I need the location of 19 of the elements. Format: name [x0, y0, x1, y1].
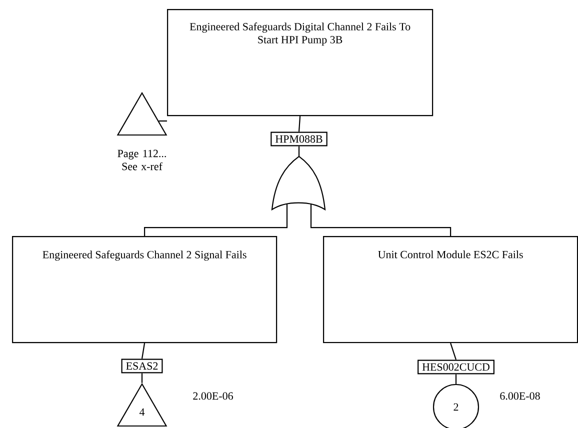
connector-line [141, 373, 143, 383]
gate-label-box: HES002CUCD [418, 360, 494, 374]
or-gate [271, 156, 326, 210]
probability-value: 2.00E-06 [193, 392, 233, 400]
connector-line [455, 374, 457, 384]
connector-line [310, 204, 452, 236]
connector-line [450, 342, 457, 360]
event-box: Unit Control Module ES2C Fails [323, 236, 578, 344]
event-box: Engineered Safeguards Digital Channel 2 Fails To Start HPI Pump 3B [167, 9, 434, 116]
event-box: Engineered Safeguards Channel 2 Signal Fails [12, 236, 278, 344]
probability-value: 6.00E-08 [500, 392, 540, 400]
connector-line [158, 120, 167, 122]
connector-line [144, 204, 288, 236]
connector-line [141, 343, 146, 359]
page-reference: Page 112... See x-ref [118, 150, 166, 170]
connector-line [298, 146, 300, 156]
connector-line [298, 116, 301, 132]
gate-label-box: ESAS2 [121, 358, 163, 374]
gate-label-box: HPM088B [270, 132, 328, 146]
